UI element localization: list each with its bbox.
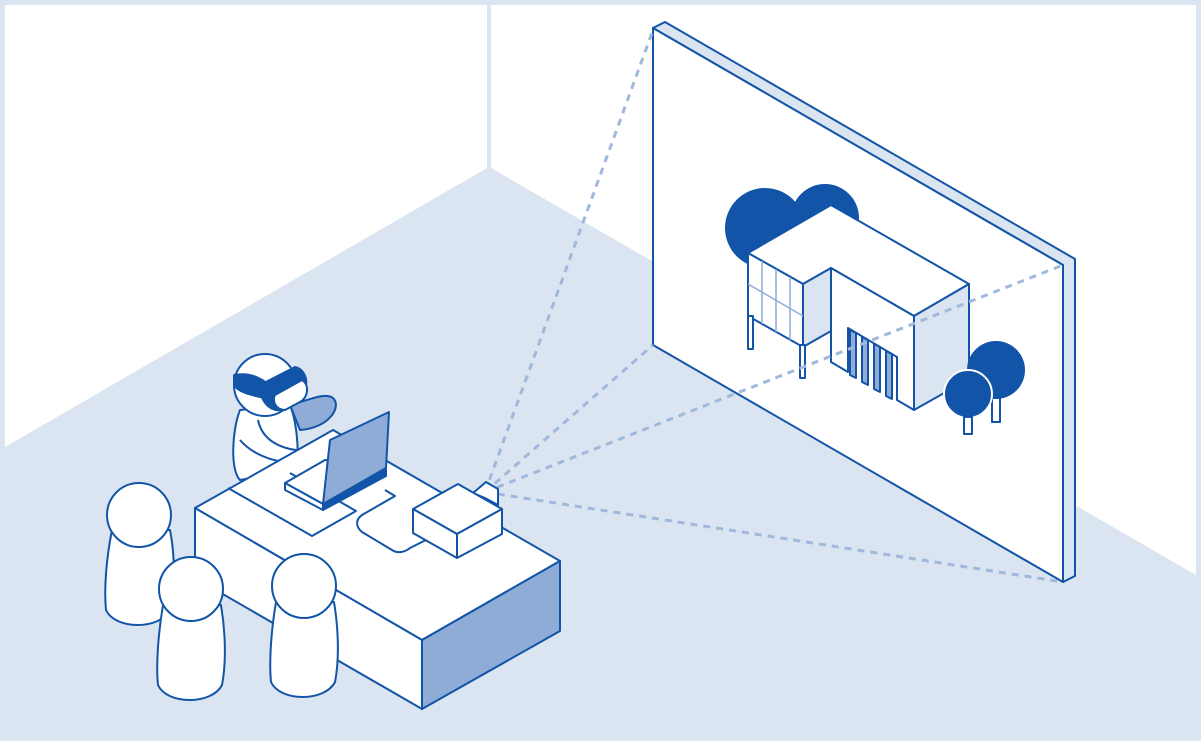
projector-beam — [483, 29, 1064, 584]
building-icon — [725, 184, 1025, 435]
audience-person-icon — [156, 556, 226, 701]
vr-headset-user-icon — [232, 353, 337, 481]
tree-icon — [943, 369, 993, 419]
laptop-icon — [284, 411, 390, 511]
audience-person-icon — [269, 553, 339, 698]
projector-icon — [412, 481, 503, 559]
audience-person-icon — [104, 482, 175, 626]
